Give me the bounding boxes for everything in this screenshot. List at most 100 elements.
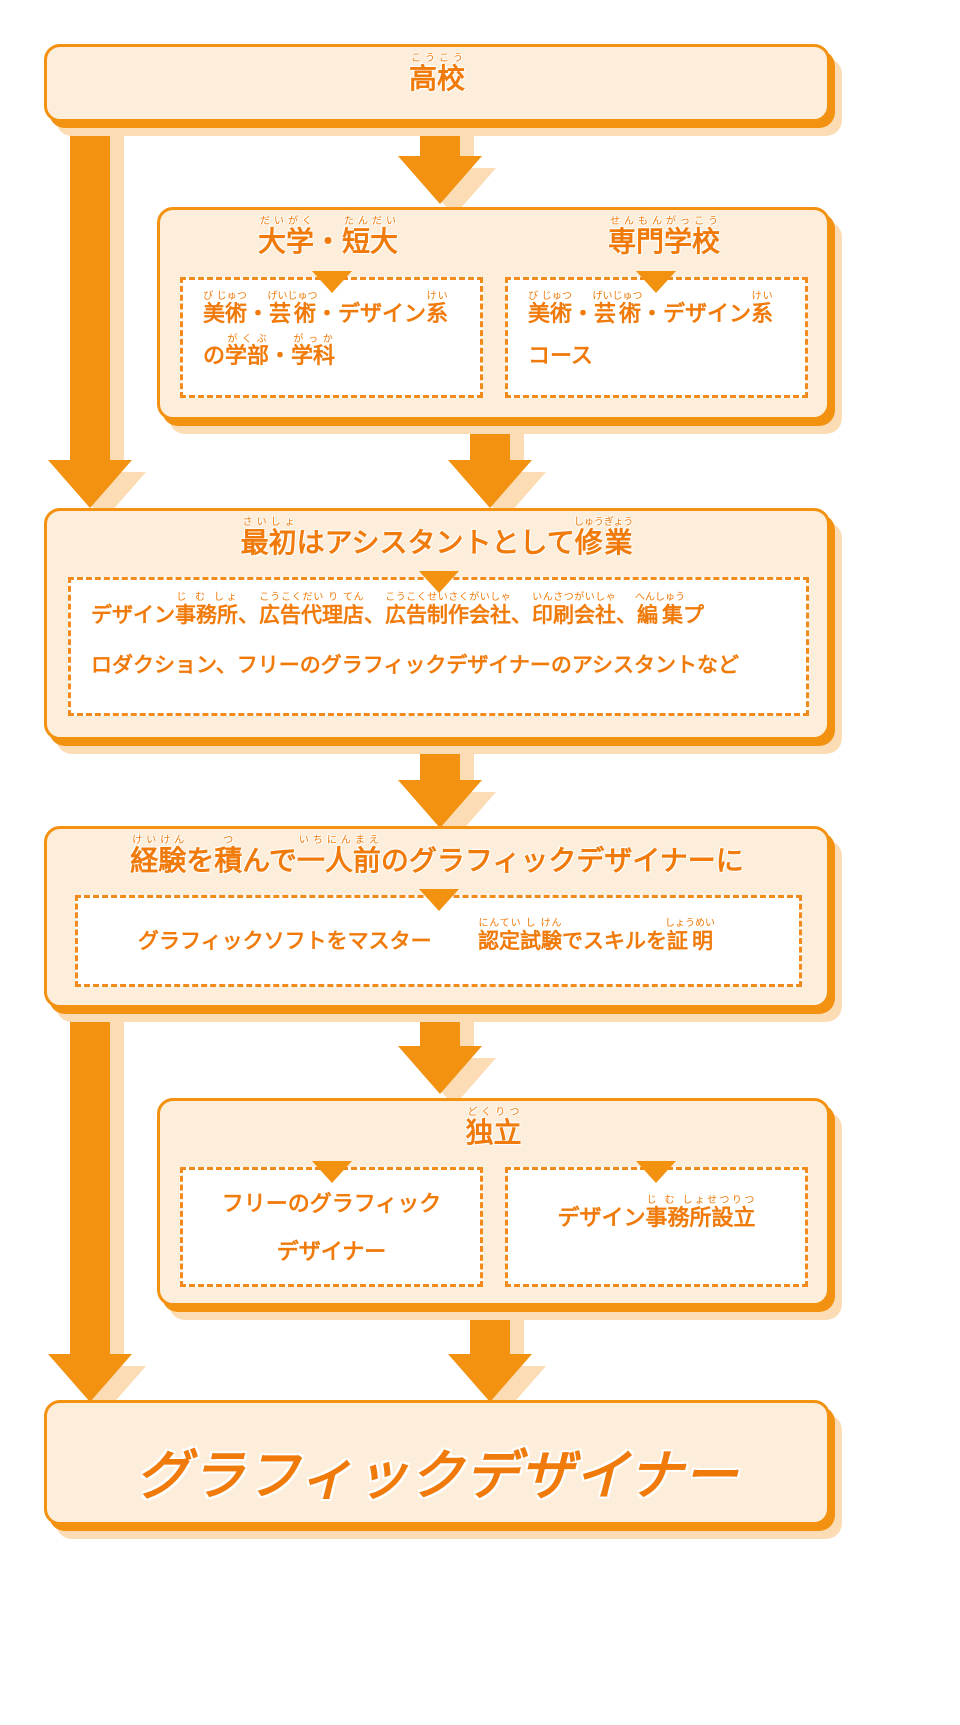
arrow-down-icon (398, 1046, 482, 1094)
assistant-detail-box: デザイン事務所じ む しょ、広告代理店こうこくだい り てん、広告制作会社こうこ… (68, 577, 809, 716)
ruby-word: 芸術げいじゅつ (592, 291, 643, 327)
text-segment: はアシスタントとして (296, 526, 575, 559)
triangle-down-icon (636, 271, 676, 293)
ruby-word: 学科がっか (291, 334, 336, 369)
furigana: こうこくせいさくがいしゃ (385, 592, 511, 603)
furigana: いちにんまえ (296, 835, 381, 846)
text-segment: ・デザイン (316, 302, 427, 327)
furigana: じ む しょ (175, 592, 238, 603)
text-segment: のグラフィックデザイナーに (380, 844, 744, 877)
triangle-down-icon (312, 271, 352, 293)
arrow-independence-to-goal (470, 1306, 510, 1356)
ruby-word: 学部がくぶ (225, 334, 270, 369)
university-title: 大学だいがく・短大たんだい (160, 216, 496, 260)
text-segment: グラフィックソフトをマスター (138, 929, 432, 953)
furigana: げいじゅつ (592, 291, 643, 302)
furigana: しょうめい (665, 918, 715, 929)
furigana: だいがく (257, 216, 314, 227)
text-segment: ・ (572, 302, 595, 327)
experience-detail-certification: 認定試験にんてい し けんでスキルを証明しょうめい (478, 916, 715, 966)
ruby-word: 美術び じゅつ (528, 291, 573, 327)
office-founding: デザイン事務所設立じ む しょせつりつ (508, 1194, 805, 1244)
assistant-title: 最初さいしょはアシスタントとして修業しゅうぎょう (47, 517, 827, 561)
text-segment: ・ (247, 302, 270, 327)
arrow-down-icon (398, 780, 482, 828)
furigana: つ (214, 835, 243, 846)
furigana: にんてい し けん (478, 918, 562, 929)
ruby-word: 短大たんだい (342, 216, 399, 258)
arrow-down-icon (448, 460, 532, 508)
ruby-word: 系けい (426, 291, 449, 327)
ruby-word: 最初さいしょ (240, 517, 297, 559)
ruby-word: 広告制作会社こうこくせいさくがいしゃ (385, 592, 511, 627)
ruby-word: 印刷会社いんさつがいしゃ (532, 592, 616, 627)
ruby-word: 一人前いちにんまえ (296, 835, 381, 877)
experience-title: 経験けいけんを積つんで一人前いちにんまえのグラフィックデザイナーに (47, 835, 827, 879)
triangle-down-icon (419, 571, 459, 593)
vocational-detail-line1: 美術び じゅつ・芸術げいじゅつ・デザイン系けい (528, 290, 773, 340)
furigana: げいじゅつ (267, 291, 318, 302)
vocational-detail-line2: コース (528, 332, 593, 382)
ruby-word: 積つ (214, 835, 243, 877)
triangle-down-icon (419, 889, 459, 911)
high-school-title: 高校こうこう (408, 53, 465, 95)
furigana: さいしょ (240, 517, 297, 528)
text-segment: の (203, 344, 226, 369)
text-segment: コース (528, 344, 593, 369)
step-high-school: 高校こうこう (44, 44, 830, 122)
text-segment: デザイン (91, 603, 175, 627)
furigana: けいけん (130, 835, 187, 846)
step-independence: 独立どくりつ フリーのグラフィック デザイナー デザイン事務所設立じ む しょせ… (157, 1098, 830, 1306)
furigana: へんしゅう (635, 592, 685, 603)
text-segment: 、 (364, 603, 385, 627)
furigana: がっか (291, 334, 336, 345)
office-box: デザイン事務所設立じ む しょせつりつ (505, 1167, 808, 1287)
university-detail-line1: 美術び じゅつ・芸術げいじゅつ・デザイン系けい (203, 290, 448, 340)
arrow-highschool-to-assistant (70, 118, 110, 462)
assistant-detail-line1: デザイン事務所じ む しょ、広告代理店こうこくだい り てん、広告制作会社こうこ… (91, 590, 704, 640)
arrow-experience-to-goal (70, 1006, 110, 1356)
arrow-down-icon (398, 156, 482, 204)
text-segment: ・ (269, 344, 292, 369)
arrow-down-icon (48, 460, 132, 508)
text-segment: ・ (313, 225, 342, 258)
vocational-detail-box: 美術び じゅつ・芸術げいじゅつ・デザイン系けい コース (505, 277, 808, 398)
furigana: いんさつがいしゃ (532, 592, 616, 603)
text-segment: ・デザイン (641, 302, 752, 327)
ruby-word: 認定試験にんてい し けん (478, 918, 562, 953)
triangle-down-icon (312, 1161, 352, 1183)
ruby-word: 芸術げいじゅつ (267, 291, 318, 327)
vocational-title: 専門学校せんもんがっこう (607, 216, 720, 258)
text-segment: プ (683, 603, 704, 627)
ruby-word: 事務所設立じ む しょせつりつ (645, 1195, 756, 1231)
text-segment: 、 (616, 603, 637, 627)
ruby-word: 広告代理店こうこくだい り てん (259, 592, 364, 627)
step-experience: 経験けいけんを積つんで一人前いちにんまえのグラフィックデザイナーに グラフィック… (44, 826, 830, 1008)
step-goal: グラフィックデザイナー (44, 1400, 830, 1525)
text-segment: 、 (238, 603, 259, 627)
furigana: び じゅつ (528, 291, 573, 302)
step-higher-education: 大学だいがく・短大たんだい 専門学校せんもんがっこう 美術び じゅつ・芸術げいじ… (157, 207, 830, 420)
ruby-word: 証明しょうめい (665, 918, 715, 953)
university-detail-box: 美術び じゅつ・芸術げいじゅつ・デザイン系けい の学部がくぶ・学科がっか (180, 277, 483, 398)
freelance-line1: フリーのグラフィック (221, 1192, 442, 1217)
furigana: こうこくだい り てん (259, 592, 364, 603)
arrow-education-to-assistant (470, 418, 510, 462)
freelance-line2: デザイナー (276, 1240, 387, 1265)
text-segment: 、 (511, 603, 532, 627)
ruby-word: 美術び じゅつ (203, 291, 248, 327)
ruby-word: 編集へんしゅう (635, 592, 685, 627)
arrow-highschool-to-education (420, 118, 460, 158)
assistant-detail-line2: ロダクション、フリーのグラフィックデザイナーのアシスタントなど (91, 640, 739, 690)
arrow-down-icon (48, 1354, 132, 1402)
experience-detail-software: グラフィックソフトをマスター (138, 916, 432, 966)
arrow-down-icon (448, 1354, 532, 1402)
furigana: けい (751, 291, 774, 302)
independence-title: 独立どくりつ (465, 1107, 522, 1149)
text-segment: ロダクション、フリーのグラフィックデザイナーのアシスタントなど (91, 653, 740, 677)
triangle-down-icon (636, 1161, 676, 1183)
freelance-box: フリーのグラフィック デザイナー (180, 1167, 483, 1287)
text-segment: デザイン (557, 1206, 646, 1231)
text-segment: んで (242, 844, 297, 877)
furigana: がくぶ (225, 334, 270, 345)
